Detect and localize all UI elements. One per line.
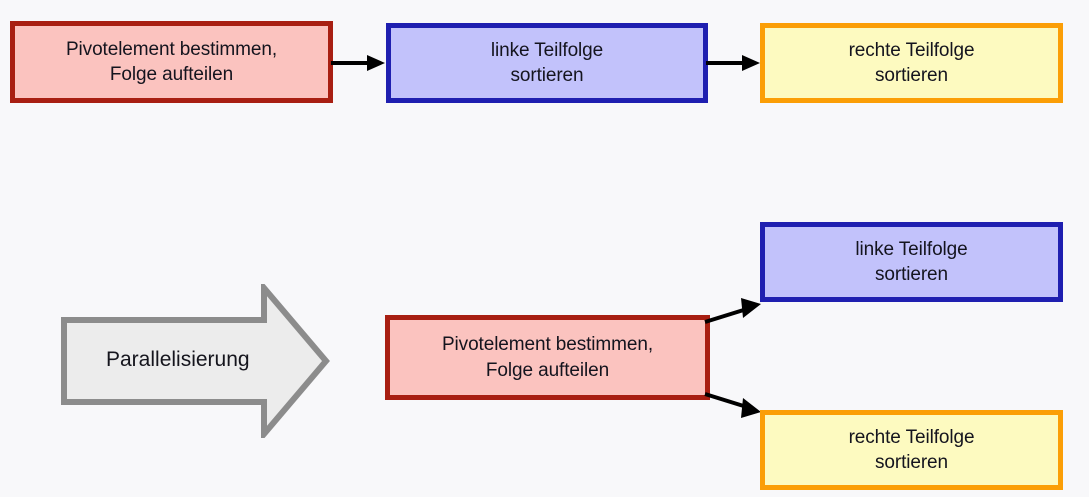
node-top-pivot[interactable]: Pivotelement bestimmen, Folge aufteilen: [10, 21, 333, 103]
node-bottom-pivot[interactable]: Pivotelement bestimmen, Folge aufteilen: [385, 315, 710, 400]
node-bottom-right-subsequence[interactable]: rechte Teilfolge sortieren: [760, 410, 1063, 490]
arrow-bottom-red-to-blue: [703, 296, 763, 326]
arrow-top-blue-to-yellow: [706, 53, 760, 73]
node-top-left-subsequence[interactable]: linke Teilfolge sortieren: [386, 23, 708, 103]
arrow-bottom-red-to-yellow: [703, 390, 763, 420]
parallelization-label: Parallelisierung: [106, 348, 250, 371]
node-bottom-left-subsequence[interactable]: linke Teilfolge sortieren: [760, 222, 1063, 302]
parallelization-block-arrow-icon: [60, 284, 330, 438]
node-top-right-subsequence[interactable]: rechte Teilfolge sortieren: [760, 23, 1063, 103]
arrow-top-red-to-blue: [331, 53, 385, 73]
